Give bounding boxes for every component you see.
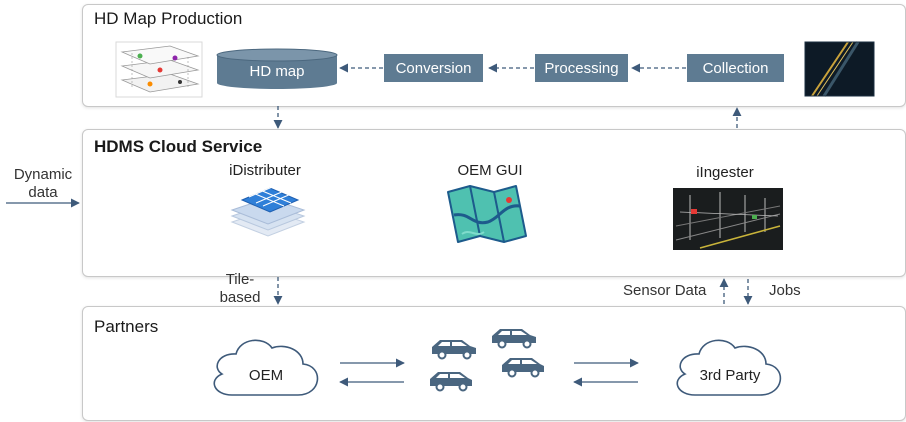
tile-based-line-1: Tile- <box>225 271 255 288</box>
processing-box: Processing <box>535 54 628 82</box>
tile-based-label: Tile- based <box>212 271 268 307</box>
oem-gui-label: OEM GUI <box>457 162 523 179</box>
tile-based-line-2: based <box>219 289 261 306</box>
aerial-road-image <box>804 41 875 97</box>
oem-cloud-shape <box>213 339 319 396</box>
dynamic-data-line-2: data <box>28 184 58 201</box>
jobs-label: Jobs <box>769 282 801 299</box>
hd-map-database <box>216 48 338 89</box>
idistributer-label: iDistributer <box>229 162 301 179</box>
oem-label: OEM <box>248 367 284 384</box>
ingester-point-cloud-image <box>673 188 783 250</box>
car-icon <box>502 358 544 378</box>
third-party-cloud-shape <box>676 339 782 396</box>
car-icon <box>430 372 472 392</box>
car-icon <box>492 329 536 349</box>
hdms-cloud-service-title: HDMS Cloud Service <box>94 137 263 156</box>
car-icon <box>432 340 476 360</box>
tile-stack-icon <box>230 184 306 237</box>
collection-box: Collection <box>687 54 784 82</box>
dynamic-data-line-1: Dynamic <box>13 166 73 183</box>
third-party-label: 3rd Party <box>699 367 761 384</box>
hd-map-production-title: HD Map Production <box>94 9 243 28</box>
sensor-data-label: Sensor Data <box>623 282 707 299</box>
folded-map-icon <box>447 185 527 243</box>
conversion-box: Conversion <box>384 54 483 82</box>
map-layers-image <box>115 41 203 98</box>
iingester-label: iIngester <box>696 164 754 181</box>
hd-map-label: HD map <box>249 63 305 80</box>
partners-title: Partners <box>94 317 159 336</box>
dynamic-data-label: Dynamic data <box>12 166 74 202</box>
